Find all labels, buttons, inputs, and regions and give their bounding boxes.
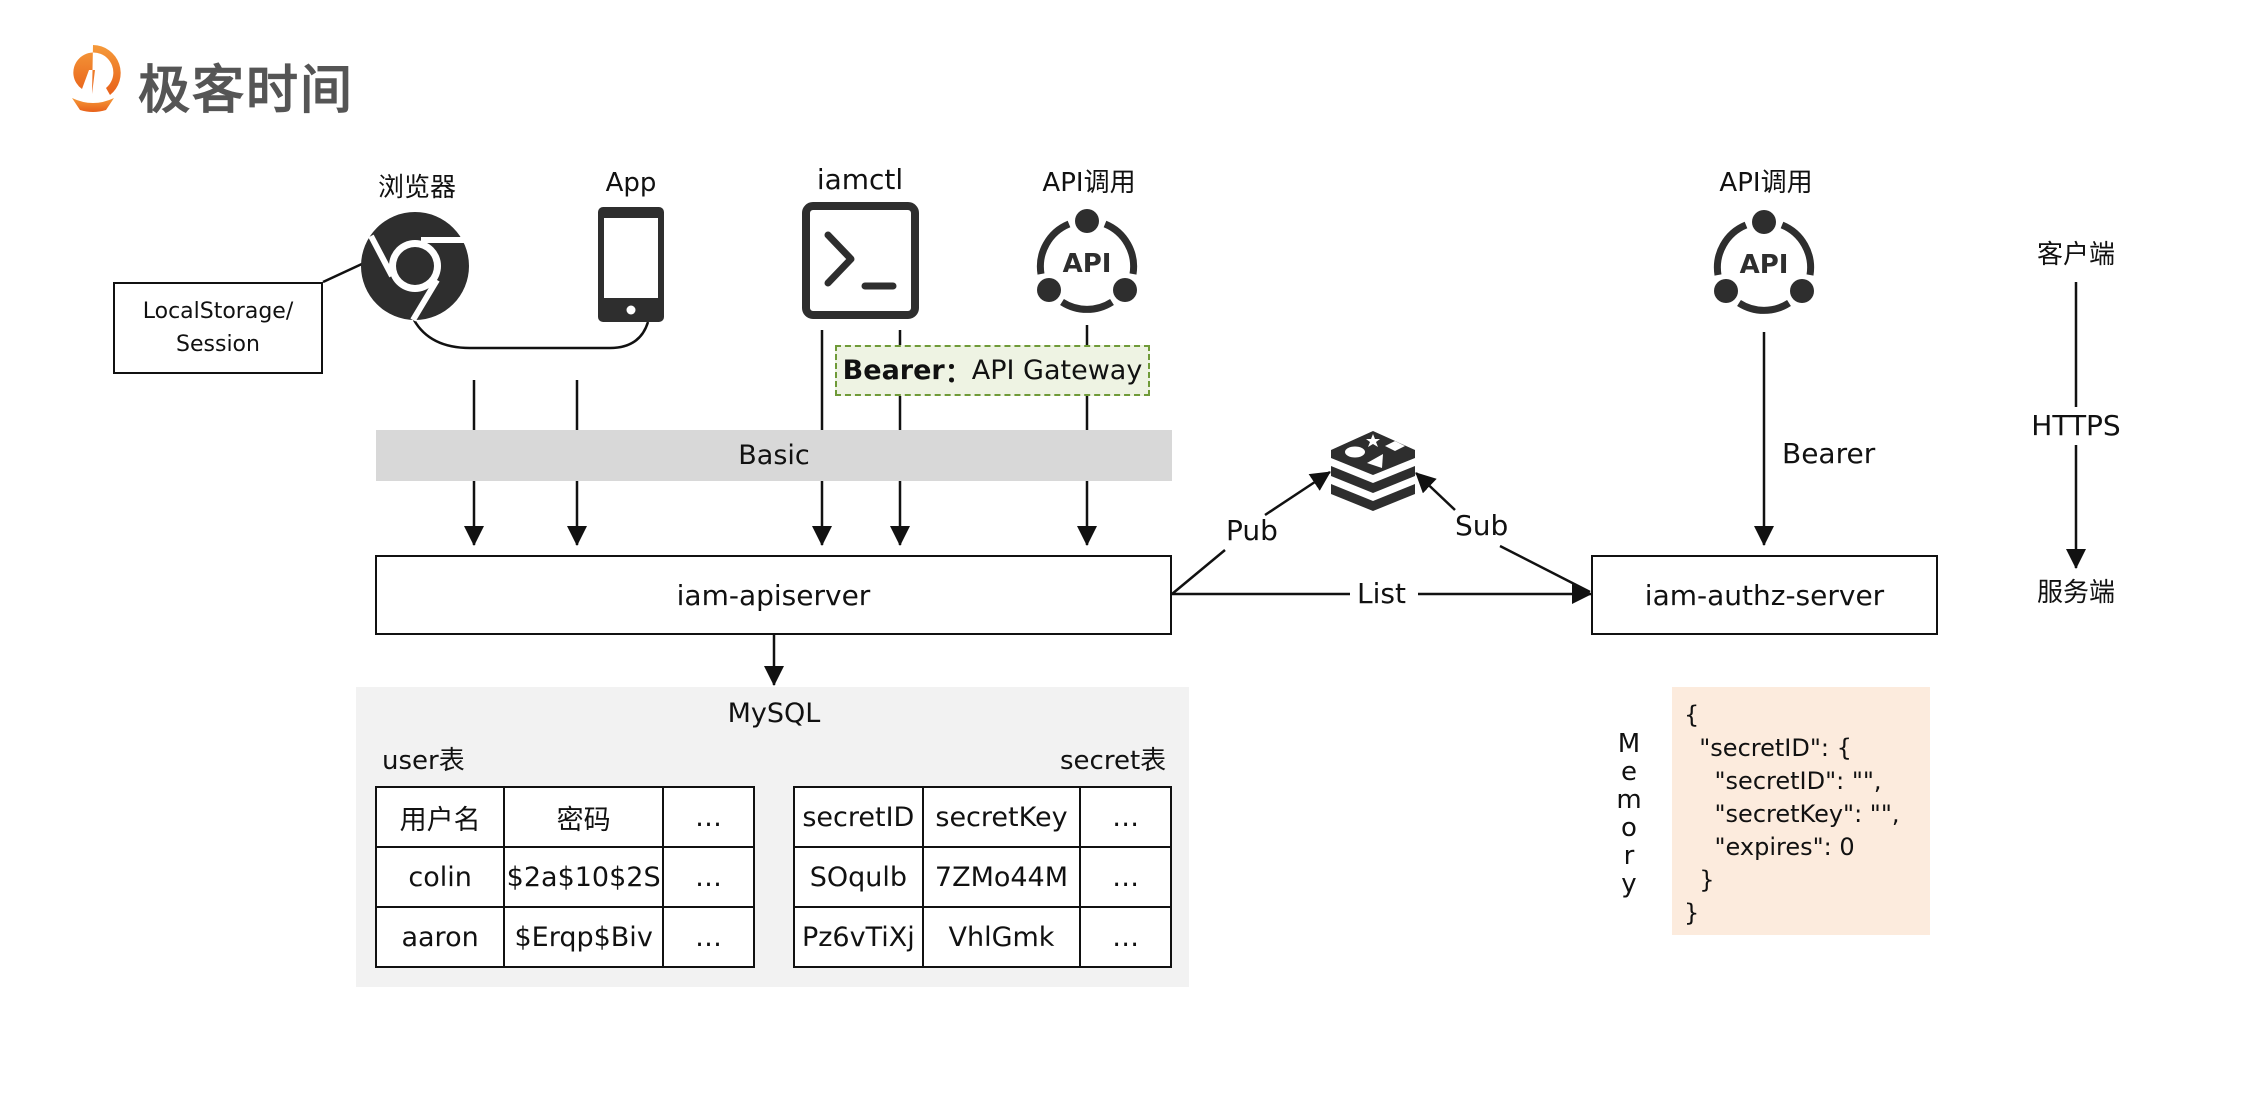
- secret-table-header-cell: …: [1079, 786, 1172, 848]
- user-table-cell: $2a$10$2S: [503, 846, 665, 908]
- list-label: List: [1357, 577, 1406, 610]
- secret-table-header-cell: secretKey: [921, 786, 1082, 848]
- user-table-header-cell: 密码: [503, 786, 665, 848]
- memory-cache-content: { "secretID": { "secretID": "", "secretK…: [1684, 701, 1900, 927]
- secret-table-cell: 7ZMo44M: [921, 846, 1082, 908]
- arrow-sub-upper: [1415, 472, 1456, 511]
- bearer-gateway-box: Bearer ： API Gateway: [835, 345, 1150, 396]
- user-table-cell: …: [662, 906, 755, 968]
- secret-table-header-cell: secretID: [793, 786, 924, 848]
- secret-table-cell: …: [1079, 906, 1172, 968]
- secret-table-cell: SOqulb: [793, 846, 924, 908]
- memory-cache-box: { "secretID": { "secretID": "", "secretK…: [1672, 687, 1930, 935]
- terminal-icon: [802, 202, 919, 319]
- legend-client-label: 客户端: [2036, 240, 2116, 270]
- api-call-right-label: API调用: [1719, 168, 1813, 198]
- iamctl-label: iamctl: [816, 163, 904, 196]
- memory-label-char: y: [1621, 869, 1637, 899]
- pub-label: Pub: [1226, 514, 1278, 547]
- api-icon-right-text: API: [1740, 250, 1789, 280]
- basic-auth-label: Basic: [738, 440, 810, 471]
- user-table-title: user表: [382, 746, 465, 776]
- user-table-header-row: 用户名密码…: [374, 786, 755, 848]
- localstorage-box: LocalStorage/ Session: [113, 282, 323, 374]
- memory-label-char: o: [1621, 813, 1637, 843]
- arrow-pub-upper: [1264, 470, 1331, 517]
- user-table-row: colin$2a$10$2S…: [374, 846, 755, 908]
- secret-table-title: secret表: [1060, 746, 1167, 776]
- api-icon-right: API: [1713, 210, 1815, 314]
- bearer-gateway-sep: ：: [944, 358, 972, 389]
- user-table-row: aaron$Erqp$Biv…: [374, 906, 755, 968]
- api-call-label: API调用: [1042, 168, 1136, 198]
- bearer-gateway-bold: Bearer: [842, 355, 945, 386]
- basic-auth-band: Basic: [376, 430, 1172, 481]
- localstorage-connector: [322, 261, 365, 284]
- chrome-icon: [361, 212, 469, 322]
- user-table-cell: $Erqp$Biv: [503, 906, 665, 968]
- brand-name: 极客时间: [138, 61, 355, 121]
- user-table-cell: colin: [374, 846, 506, 908]
- bearer-right-label: Bearer: [1782, 437, 1876, 470]
- geektime-logo-icon: [72, 45, 121, 112]
- iam-apiserver-box: iam-apiserver: [375, 555, 1172, 635]
- legend-protocol-label: HTTPS: [2031, 409, 2121, 442]
- redis-icon: [1331, 431, 1415, 511]
- browser-app-connector: [412, 319, 650, 350]
- arrow-pub-lower: [1171, 549, 1226, 595]
- browser-label: 浏览器: [377, 173, 457, 203]
- iam-authz-server-box: iam-authz-server: [1591, 555, 1938, 635]
- memory-label-char: r: [1623, 841, 1635, 871]
- api-icon: API: [1036, 209, 1138, 313]
- arrow-sub-lower: [1499, 544, 1591, 594]
- bearer-gateway-rest: API Gateway: [971, 355, 1143, 386]
- secret-table-cell: Pz6vTiXj: [793, 906, 924, 968]
- sub-label: Sub: [1455, 509, 1509, 542]
- user-table-cell: …: [662, 846, 755, 908]
- app-label: App: [605, 168, 657, 198]
- memory-label-char: M: [1617, 729, 1641, 759]
- memory-label-char: e: [1621, 757, 1637, 787]
- mysql-title: MySQL: [727, 698, 821, 729]
- phone-icon: [598, 207, 664, 322]
- secret-table-cell: …: [1079, 846, 1172, 908]
- iam-apiserver-label: iam-apiserver: [676, 578, 871, 612]
- api-icon-text: API: [1063, 249, 1112, 279]
- user-table-header-cell: 用户名: [374, 786, 506, 848]
- user-table-header-cell: …: [662, 786, 755, 848]
- memory-label-char: m: [1616, 785, 1642, 815]
- user-table-cell: aaron: [374, 906, 506, 968]
- user-table: 用户名密码…colin$2a$10$2S…aaron$Erqp$Biv…: [374, 786, 755, 968]
- secret-table-cell: VhlGmk: [921, 906, 1082, 968]
- iam-authz-server-label: iam-authz-server: [1644, 578, 1885, 612]
- legend-server-label: 服务端: [2036, 578, 2116, 608]
